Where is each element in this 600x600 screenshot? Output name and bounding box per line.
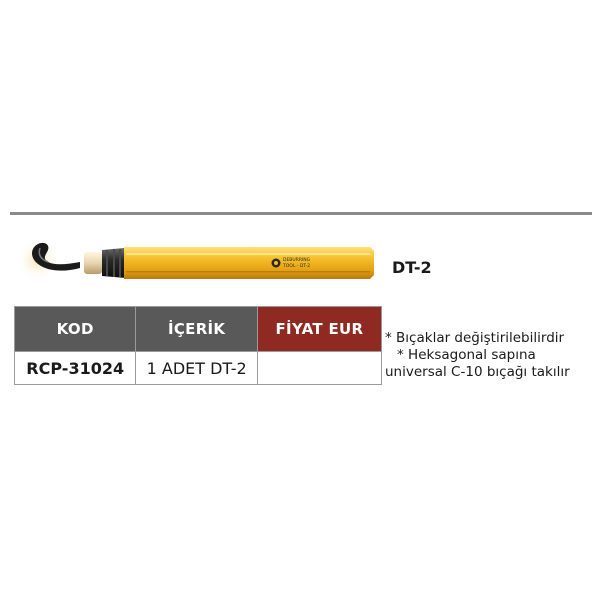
- blade-highlight: [38, 247, 49, 263]
- deburring-tool-image: DEBURRING TOOL - DT-2: [18, 238, 374, 282]
- handle-print-line-2: TOOL - DT-2: [282, 263, 310, 269]
- yellow-handle: [124, 247, 374, 279]
- cell-price: [256, 351, 383, 385]
- note-line-1: * Bıçaklar değiştirilebilirdir: [385, 330, 565, 346]
- section-divider: [10, 212, 592, 215]
- note-line-2: * Heksagonal sapına: [397, 347, 536, 363]
- product-notes: * Bıçaklar değiştirilebilirdir * Heksago…: [385, 330, 600, 381]
- product-name: DT-2: [392, 258, 432, 277]
- cell-code: RCP-31024: [13, 351, 137, 385]
- note-line-3: universal C-10 bıçağı takılır: [385, 364, 570, 380]
- price-table: KOD İÇERİK FİYAT EUR RCP-31024 1 ADET DT…: [13, 306, 383, 385]
- header-code: KOD: [13, 306, 137, 352]
- header-price: FİYAT EUR: [256, 306, 383, 352]
- handle-print-line-1: DEBURRING: [283, 257, 311, 263]
- table-header-row: KOD İÇERİK FİYAT EUR: [13, 306, 383, 352]
- cell-contents: 1 ADET DT-2: [135, 351, 258, 385]
- ferrule-ring: [84, 252, 102, 274]
- table-row: RCP-31024 1 ADET DT-2: [13, 351, 383, 385]
- header-contents: İÇERİK: [135, 306, 258, 352]
- blade-hook: [32, 242, 80, 271]
